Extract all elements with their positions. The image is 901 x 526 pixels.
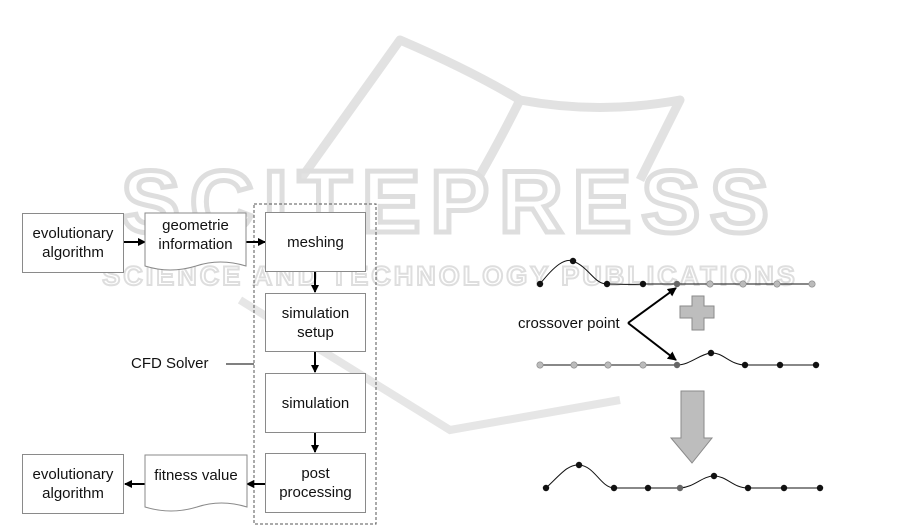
crossover-arrow-down	[628, 323, 676, 360]
parent-1-chromosome	[537, 258, 815, 287]
parent-2-chromosome	[537, 350, 819, 368]
plus-icon	[680, 296, 714, 330]
crossover-arrow-up	[628, 288, 676, 323]
down-arrow-icon	[671, 391, 712, 463]
offspring-chromosome	[543, 462, 823, 491]
crossover-point-label: crossover point	[518, 315, 620, 332]
